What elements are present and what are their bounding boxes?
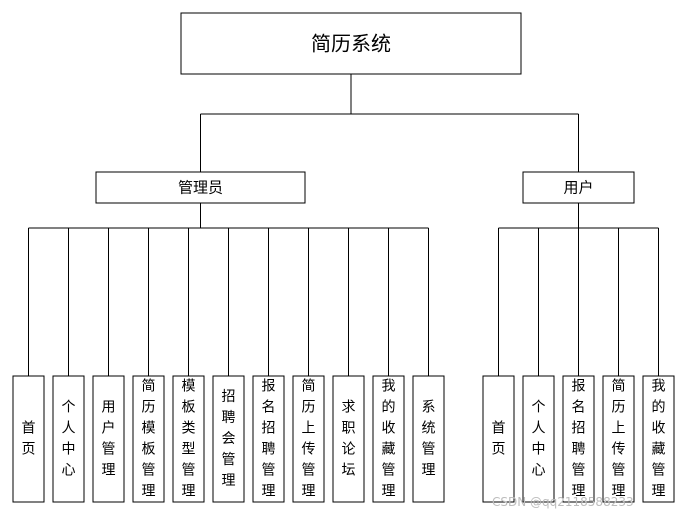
admin-leaf-node-5: 招聘会管理 bbox=[212, 375, 245, 503]
admin-leaf-node-7: 简历上传管理 bbox=[292, 375, 325, 503]
user-leaf-node-2-label: 报名招聘管理 bbox=[572, 379, 586, 500]
admin-leaf-node-10: 系统管理 bbox=[412, 375, 445, 503]
admin-leaf-node-3-label: 简历模板管理 bbox=[142, 378, 156, 500]
user-leaf-node-4-label: 我的收藏管理 bbox=[652, 379, 666, 500]
root-node: 简历系统 bbox=[180, 12, 522, 75]
admin-leaf-node-2-label: 用户管理 bbox=[102, 400, 116, 479]
admin-leaf-node-7-frame bbox=[292, 375, 325, 503]
user-node-label: 用户 bbox=[563, 179, 593, 197]
user-node: 用户 bbox=[522, 171, 635, 204]
admin-leaf-node-1: 个人中心 bbox=[52, 375, 85, 503]
user-leaf-node-0: 首页 bbox=[482, 375, 515, 503]
user-leaf-node-3-label: 简历上传管理 bbox=[612, 378, 626, 500]
user-leaf-node-3-frame bbox=[602, 375, 635, 503]
user-node-frame bbox=[522, 171, 635, 204]
admin-leaf-node-3-frame bbox=[132, 375, 165, 503]
admin-leaf-node-4-label: 模板类型管理 bbox=[182, 379, 196, 500]
admin-leaf-node-5-label: 招聘会管理 bbox=[222, 389, 236, 489]
admin-leaf-node-8-frame bbox=[332, 375, 365, 503]
user-leaf-node-2-frame bbox=[562, 375, 595, 503]
admin-leaf-node-0-label: 首页 bbox=[22, 421, 36, 458]
admin-leaf-node-10-label: 系统管理 bbox=[422, 400, 436, 479]
admin-leaf-node-7-label: 简历上传管理 bbox=[302, 378, 316, 500]
admin-leaf-node-6-label: 报名招聘管理 bbox=[262, 379, 276, 500]
admin-node-frame bbox=[95, 171, 306, 204]
admin-leaf-node-8: 求职论坛 bbox=[332, 375, 365, 503]
admin-leaf-node-4-frame bbox=[172, 375, 205, 503]
user-leaf-node-0-label: 首页 bbox=[492, 421, 506, 458]
connector-lines bbox=[28, 74, 659, 376]
root-node-frame bbox=[180, 12, 522, 75]
admin-leaf-node-5-frame bbox=[212, 375, 245, 503]
admin-leaf-node-9: 我的收藏管理 bbox=[372, 375, 405, 503]
watermark: CSDN @qq2118588233 bbox=[492, 495, 634, 509]
admin-leaf-node-10-frame bbox=[412, 375, 445, 503]
admin-leaf-node-6: 报名招聘管理 bbox=[252, 375, 285, 503]
admin-leaf-node-4: 模板类型管理 bbox=[172, 375, 205, 503]
admin-leaf-node-0-frame bbox=[12, 375, 45, 503]
user-leaf-node-0-frame bbox=[482, 375, 515, 503]
admin-leaf-node-9-label: 我的收藏管理 bbox=[382, 379, 396, 500]
admin-leaf-node-2: 用户管理 bbox=[92, 375, 125, 503]
admin-leaf-node-1-label: 个人中心 bbox=[62, 400, 76, 479]
admin-leaf-node-1-frame bbox=[52, 375, 85, 503]
user-leaf-node-1-label: 个人中心 bbox=[532, 400, 546, 479]
admin-leaf-node-9-frame bbox=[372, 375, 405, 503]
admin-leaf-node-2-frame bbox=[92, 375, 125, 503]
admin-leaf-node-3: 简历模板管理 bbox=[132, 375, 165, 503]
user-leaf-node-4: 我的收藏管理 bbox=[642, 375, 675, 503]
user-leaf-node-4-frame bbox=[642, 375, 675, 503]
root-node-label: 简历系统 bbox=[311, 32, 391, 56]
admin-leaf-node-0: 首页 bbox=[12, 375, 45, 503]
user-leaf-node-1: 个人中心 bbox=[522, 375, 555, 503]
admin-leaf-node-6-frame bbox=[252, 375, 285, 503]
user-leaf-node-2: 报名招聘管理 bbox=[562, 375, 595, 503]
user-leaf-node-3: 简历上传管理 bbox=[602, 375, 635, 503]
admin-node-label: 管理员 bbox=[178, 179, 223, 197]
admin-leaf-node-8-label: 求职论坛 bbox=[342, 400, 356, 479]
user-leaf-node-1-frame bbox=[522, 375, 555, 503]
admin-node: 管理员 bbox=[95, 171, 306, 204]
